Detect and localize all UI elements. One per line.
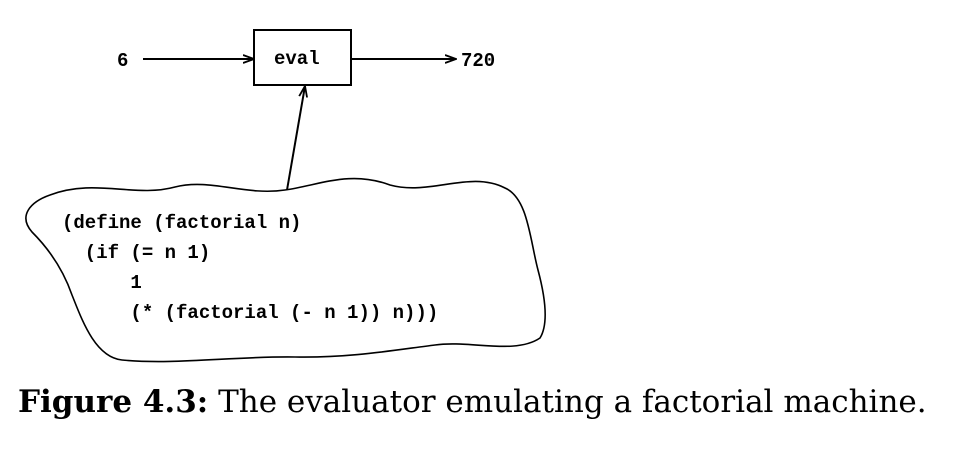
code-line: 1 [62,272,142,294]
code-line: (define (factorial n) [62,212,301,234]
figure-caption: Figure 4.3: The evaluator emulating a fa… [18,384,927,420]
figure-label: Figure 4.3: [18,384,209,420]
output-value: 720 [461,50,495,72]
figure-caption-text: The evaluator emulating a factorial mach… [218,384,927,420]
code-line: (* (factorial (- n 1)) n))) [62,302,438,324]
program-cloud [25,177,546,363]
program-arrow [286,86,305,191]
eval-box-label: eval [274,48,320,70]
input-value: 6 [117,50,128,72]
code-line: (if (= n 1) [62,242,210,264]
